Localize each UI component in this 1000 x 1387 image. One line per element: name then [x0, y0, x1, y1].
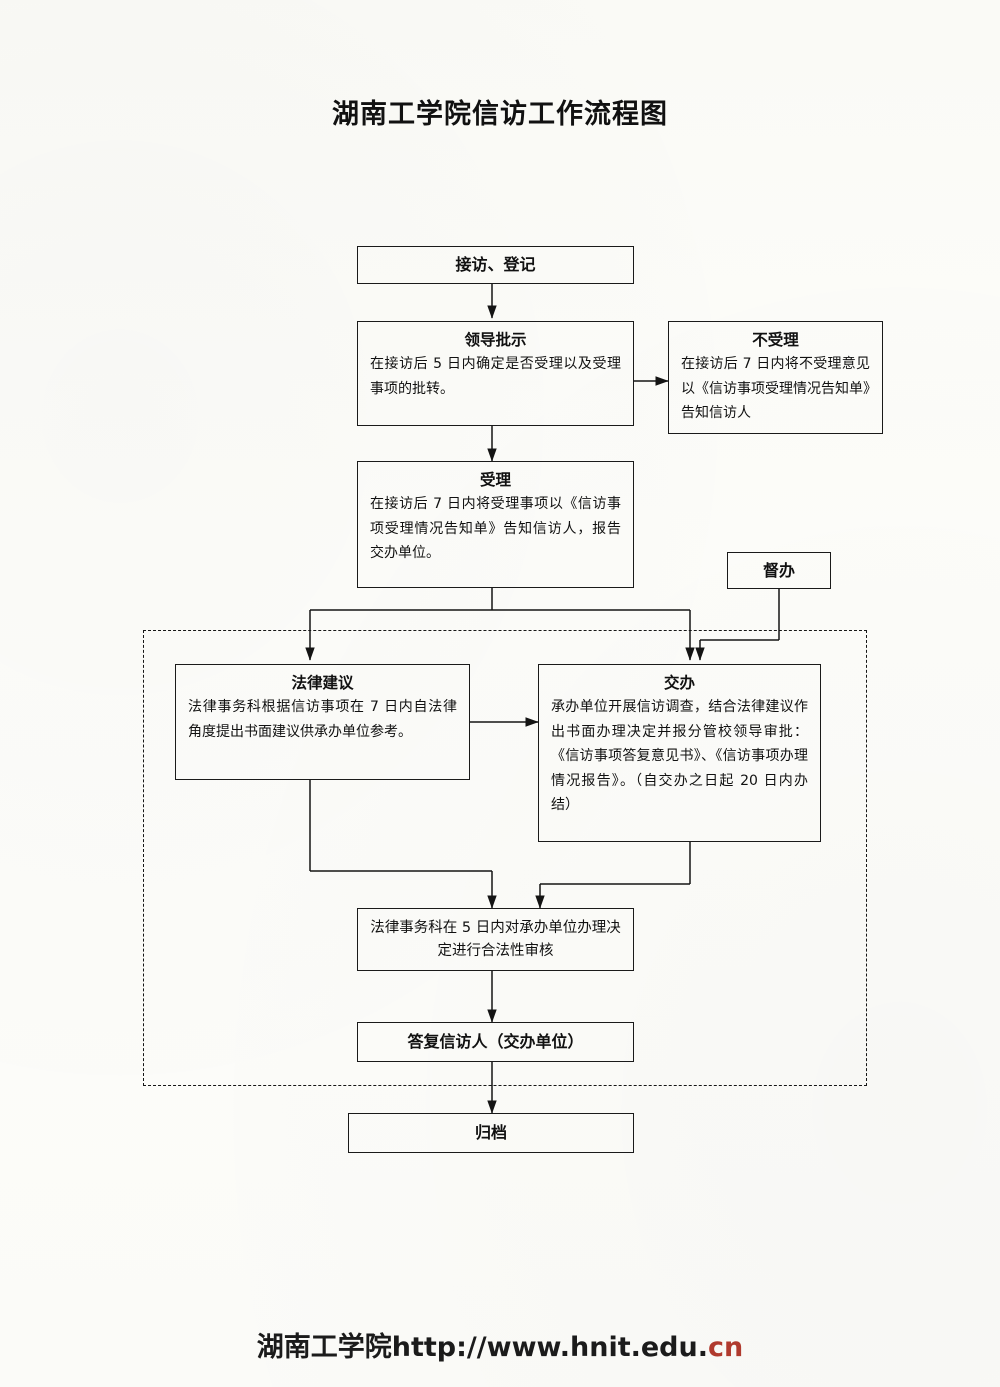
node-legal-advice[interactable]: 法律建议 法律事务科根据信访事项在 7 日内自法律角度提出书面建议供承办单位参考… — [175, 664, 470, 780]
footer-url: http://www.hnit.edu. — [391, 1332, 708, 1363]
node-not-accepted-heading: 不受理 — [752, 331, 799, 349]
node-intake[interactable]: 接访、登记 — [357, 246, 634, 284]
node-reply-heading: 答复信访人（交办单位） — [407, 1032, 584, 1051]
node-leader-instruction-heading: 领导批示 — [464, 331, 527, 349]
footer-url-tld: cn — [708, 1332, 744, 1363]
node-reply[interactable]: 答复信访人（交办单位） — [357, 1022, 634, 1062]
node-not-accepted[interactable]: 不受理 在接访后 7 日内将不受理意见以《信访事项受理情况告知单》告知信访人 — [668, 321, 883, 434]
node-accepted-heading: 受理 — [479, 471, 511, 489]
node-accepted-body: 在接访后 7 日内将受理事项以《信访事项受理情况告知单》告知信访人，报告交办单位… — [370, 496, 621, 562]
node-leader-instruction-body: 在接访后 5 日内确定是否受理以及受理事项的批转。 — [370, 356, 621, 397]
node-supervision-heading: 督办 — [762, 560, 795, 580]
footer-watermark: 湖南工学院http://www.hnit.edu.cn — [0, 1325, 1000, 1364]
handling-phase-region — [143, 630, 867, 1086]
page-title: 湖南工学院信访工作流程图 — [332, 99, 668, 130]
node-assignment[interactable]: 交办 承办单位开展信访调查，结合法律建议作出书面办理决定并报分管校领导审批：《信… — [538, 664, 821, 842]
node-legality-review[interactable]: 法律事务科在 5 日内对承办单位办理决定进行合法性审核 — [357, 908, 634, 971]
node-leader-instruction[interactable]: 领导批示 在接访后 5 日内确定是否受理以及受理事项的批转。 — [357, 321, 634, 426]
node-accepted[interactable]: 受理 在接访后 7 日内将受理事项以《信访事项受理情况告知单》告知信访人，报告交… — [357, 461, 634, 588]
node-legal-advice-body: 法律事务科根据信访事项在 7 日内自法律角度提出书面建议供承办单位参考。 — [188, 699, 457, 740]
node-assignment-body: 承办单位开展信访调查，结合法律建议作出书面办理决定并报分管校领导审批：《信访事项… — [551, 699, 808, 814]
node-not-accepted-body: 在接访后 7 日内将不受理意见以《信访事项受理情况告知单》告知信访人 — [681, 356, 870, 422]
node-legal-advice-heading: 法律建议 — [291, 674, 354, 692]
footer-org: 湖南工学院 — [256, 1332, 392, 1363]
node-legality-review-body: 法律事务科在 5 日内对承办单位办理决定进行合法性审核 — [370, 919, 621, 959]
node-intake-heading: 接访、登记 — [455, 255, 536, 274]
node-assignment-heading: 交办 — [663, 674, 695, 692]
node-supervision[interactable]: 督办 — [727, 552, 831, 589]
node-archive[interactable]: 归档 — [348, 1113, 634, 1153]
node-archive-heading: 归档 — [474, 1123, 507, 1142]
